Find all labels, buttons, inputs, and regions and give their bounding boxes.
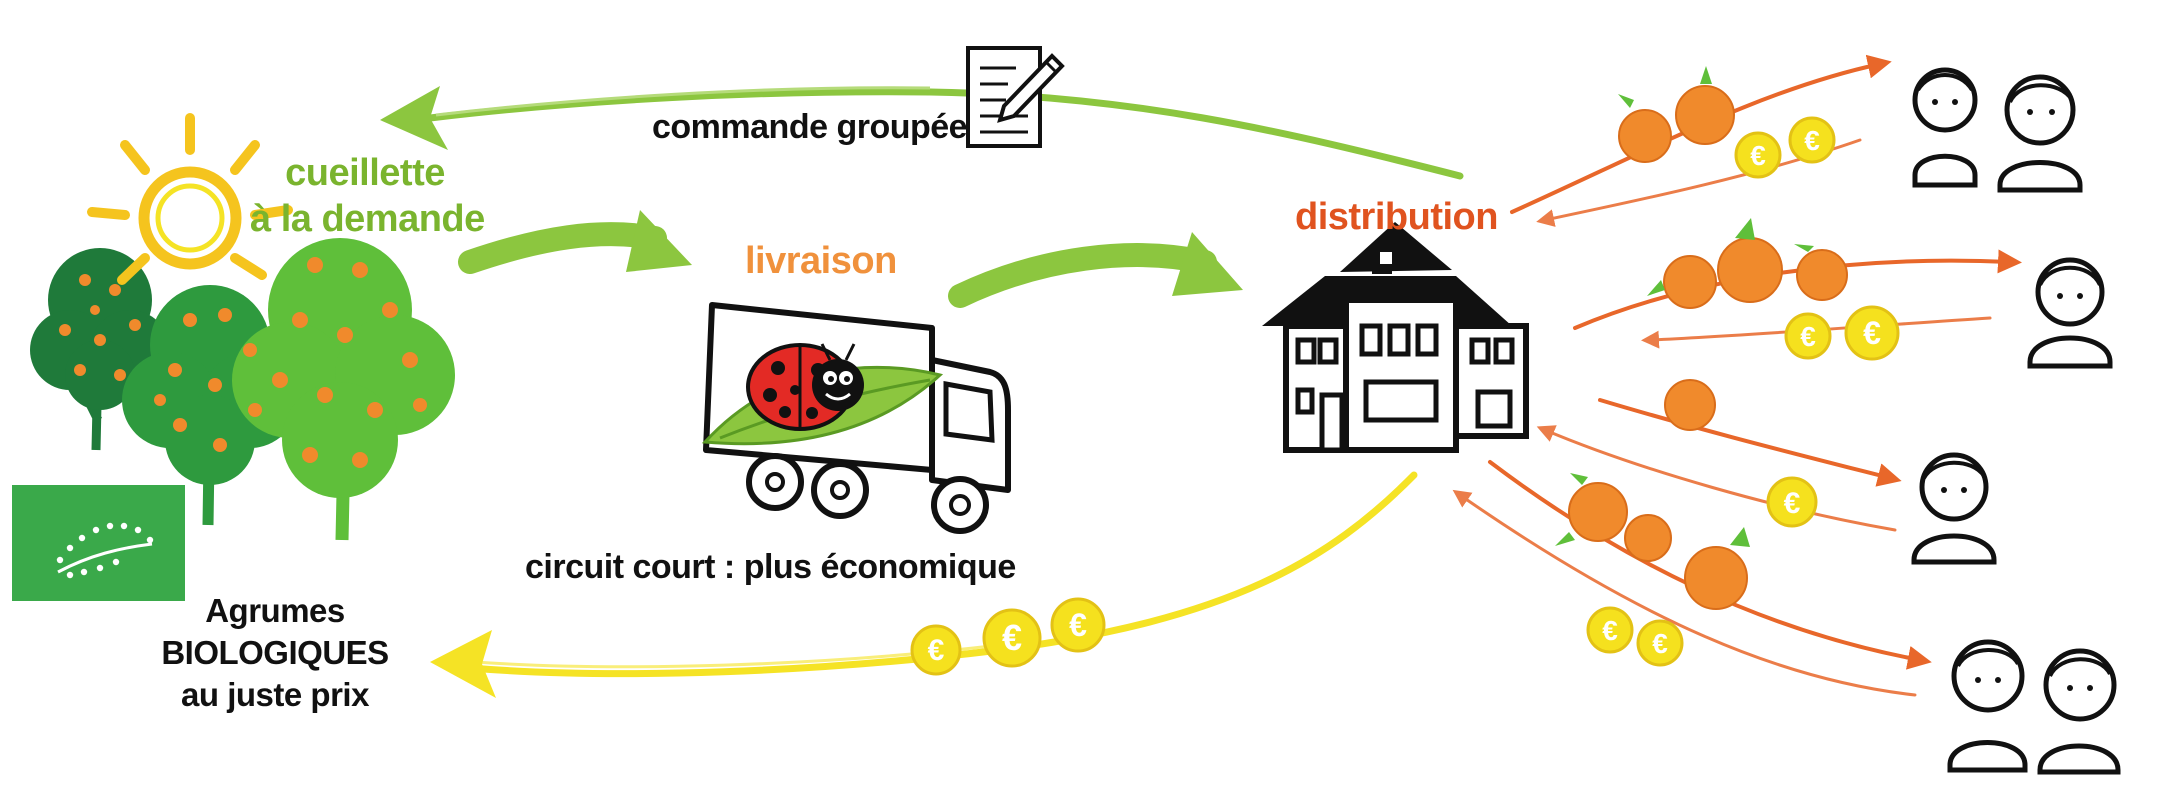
euro-symbol: € xyxy=(1652,628,1668,659)
sun-icon xyxy=(87,113,293,285)
label-distribution: distribution xyxy=(1295,196,1498,238)
orange-fruit-icon xyxy=(1555,66,1848,610)
label-commande-groupee: commande groupée xyxy=(652,108,968,146)
euro-symbol: € xyxy=(1863,315,1881,351)
euro-symbol: € xyxy=(1069,607,1087,643)
label-cueillette: cueillette à la demande xyxy=(250,150,485,242)
label-cueillette-line2: à la demande xyxy=(250,198,485,240)
label-circuit-court: circuit court : plus économique xyxy=(525,548,1016,586)
order-arrow xyxy=(380,86,1464,180)
euro-symbol: € xyxy=(1804,125,1820,156)
label-agrumes-biologiques: Agrumes BIOLOGIQUES au juste prix xyxy=(130,590,420,716)
label-cueillette-line1: cueillette xyxy=(285,152,445,194)
euro-symbol: € xyxy=(1750,140,1766,171)
order-form-pencil-icon xyxy=(966,46,1065,148)
label-agrumes-line1: Agrumes xyxy=(205,592,345,629)
ladybug-icon xyxy=(746,343,864,431)
eu-organic-leaf-logo xyxy=(12,485,185,601)
delivery-truck-icon xyxy=(701,302,1011,534)
euro-symbol: € xyxy=(1784,487,1801,520)
delivery-arrow xyxy=(948,232,1243,308)
euro-symbol: € xyxy=(928,634,945,667)
euro-symbol: € xyxy=(1602,615,1618,646)
label-livraison: livraison xyxy=(745,240,897,282)
orange-tree-icon xyxy=(30,238,455,541)
euro-symbol: € xyxy=(1800,321,1816,352)
euro-symbol: € xyxy=(1002,617,1022,658)
house-icon xyxy=(1262,222,1529,453)
harvest-arrow xyxy=(458,210,692,274)
euro-coin-icon xyxy=(910,116,1900,676)
customer-person-icon xyxy=(1911,67,2121,775)
label-agrumes-line3: au juste prix xyxy=(181,676,369,713)
label-agrumes-line2: BIOLOGIQUES xyxy=(161,634,389,671)
